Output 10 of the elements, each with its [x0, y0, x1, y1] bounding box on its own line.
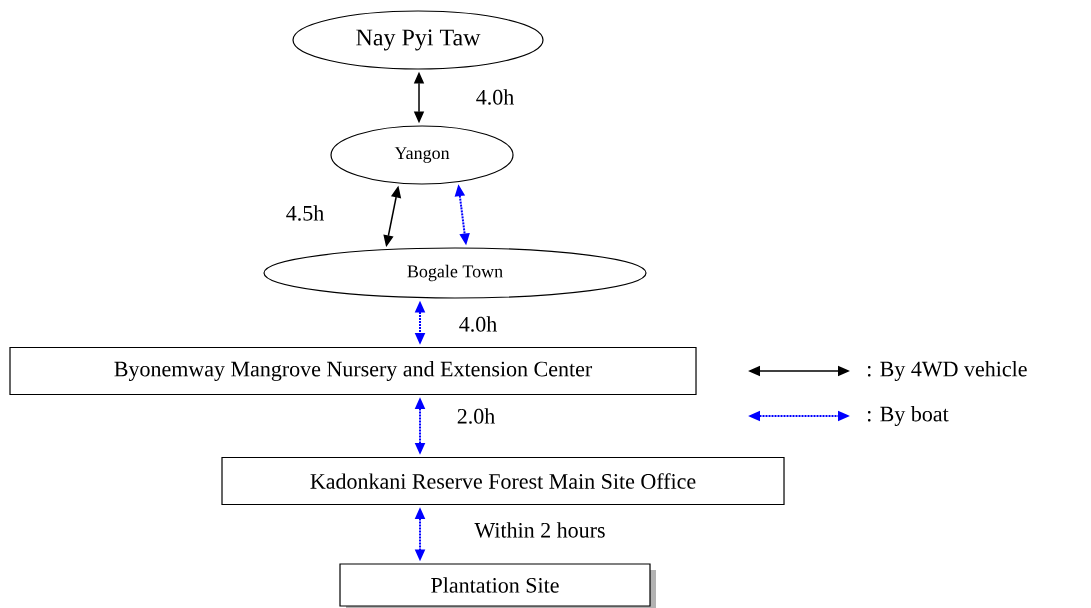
place-box: Plantation Site: [339, 563, 656, 608]
legend-label: : By boat: [867, 406, 949, 426]
legend-label: : By 4WD vehicle: [867, 361, 1027, 381]
place-box: Kadonkani Reserve Forest Main Site Office: [221, 456, 785, 506]
place-box: Byonemway Mangrove Nursery and Extension Center: [9, 346, 697, 396]
edge-label: Within 2 hours: [474, 522, 605, 538]
edge-label: 4.0h: [459, 316, 497, 332]
edge-label: 2.0h: [457, 408, 495, 424]
edge-label: 4.0h: [476, 89, 514, 105]
edge-label: 4.5h: [286, 205, 324, 221]
